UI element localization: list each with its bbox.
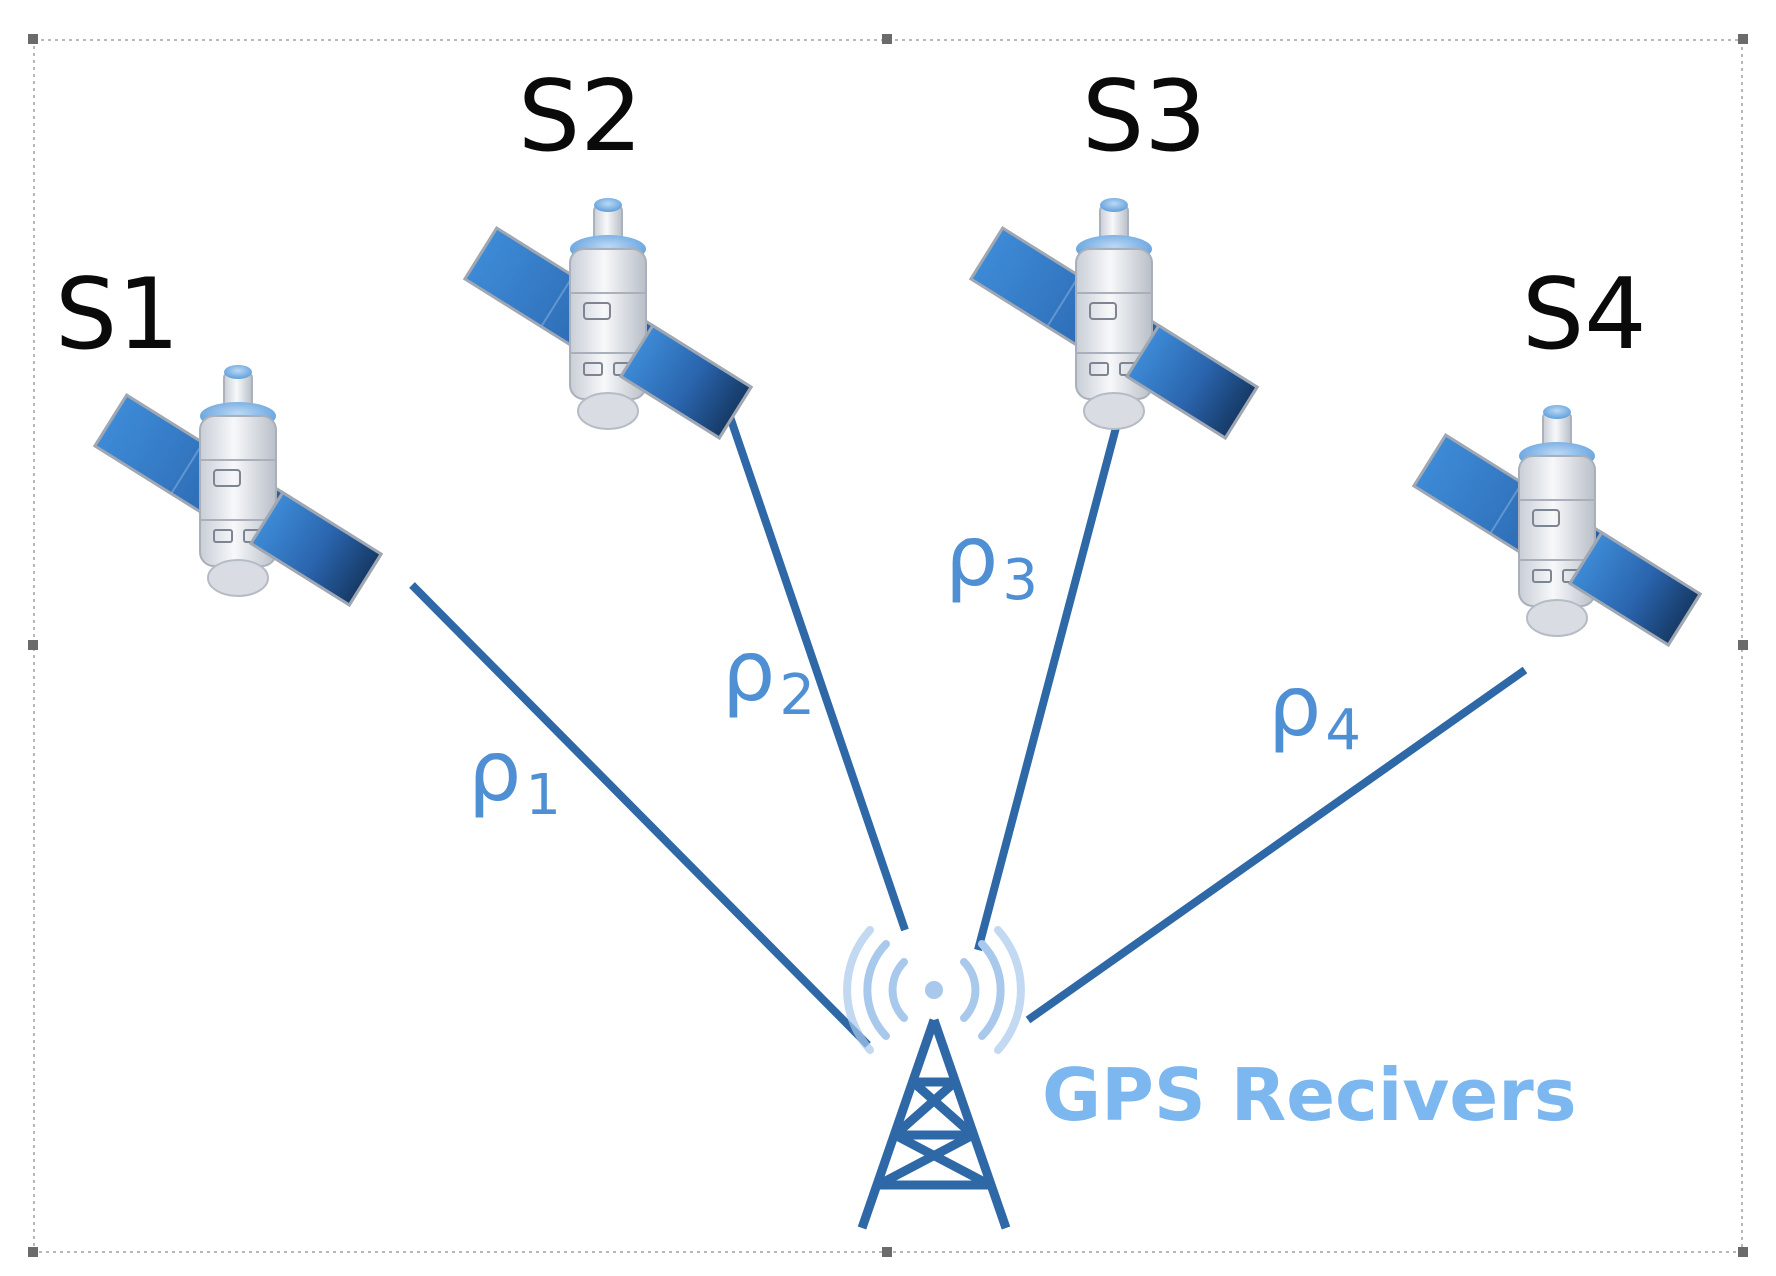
- resize-handle[interactable]: [28, 640, 38, 650]
- range-line-3: [974, 418, 1122, 952]
- signal-waves-icon: [843, 926, 1025, 1054]
- range-line-1: [409, 582, 871, 1048]
- range-label-3: ρ3: [945, 507, 1038, 613]
- resize-handle[interactable]: [882, 34, 892, 44]
- resize-handle[interactable]: [882, 1247, 892, 1257]
- range-line-2: [723, 406, 909, 932]
- satellite-label-s1: S1: [55, 258, 180, 372]
- radio-tower-icon: [857, 1018, 1011, 1230]
- range-label-2: ρ2: [722, 622, 815, 728]
- range-line-4: [1025, 666, 1528, 1024]
- satellite-icon: [969, 196, 1259, 440]
- satellite-label-s2: S2: [518, 60, 643, 174]
- satellite-icon: [93, 363, 383, 607]
- resize-handle[interactable]: [1738, 34, 1748, 44]
- resize-handle[interactable]: [28, 1247, 38, 1257]
- range-label-4: ρ4: [1268, 657, 1361, 763]
- receiver-label: GPS Recivers: [1042, 1053, 1577, 1137]
- resize-handle[interactable]: [1738, 640, 1748, 650]
- satellite-icon: [463, 196, 753, 440]
- satellite-label-s3: S3: [1082, 60, 1207, 174]
- resize-handle[interactable]: [28, 34, 38, 44]
- satellite-label-s4: S4: [1522, 258, 1647, 372]
- satellite-icon: [1412, 403, 1702, 647]
- range-label-1: ρ1: [468, 722, 561, 828]
- resize-handle[interactable]: [1738, 1247, 1748, 1257]
- selection-frame: [28, 34, 1748, 1257]
